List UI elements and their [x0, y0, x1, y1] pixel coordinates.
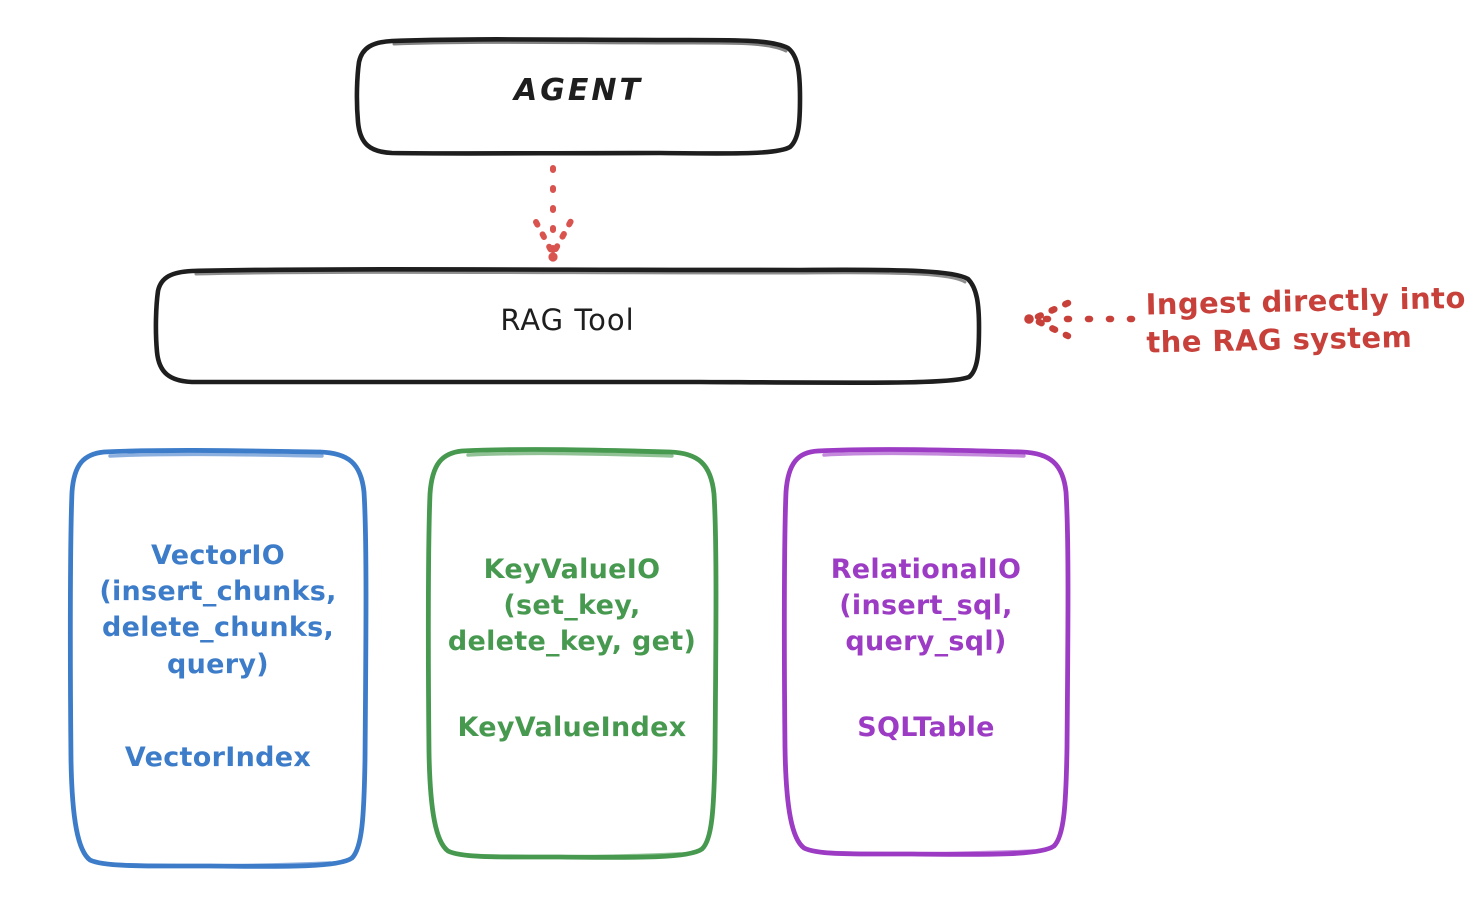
key-value-io-api-label: KeyValueIO (set_key, delete_key, get) — [447, 554, 697, 658]
ingest-annotation-text: Ingest directly into the RAG system — [1145, 280, 1467, 360]
vector-io-api-label: VectorIO (insert_chunks, delete_chunks, … — [99, 540, 337, 680]
ingest-arrow — [1024, 299, 1136, 340]
sql-table-label: SQLTable — [857, 712, 995, 743]
agent-node-label: AGENT — [514, 73, 643, 108]
key-value-index-label: KeyValueIndex — [457, 712, 687, 743]
vector-index-label: VectorIndex — [124, 742, 312, 773]
agent-to-rag-arrow — [533, 165, 574, 262]
rag-tool-node-label: RAG Tool — [500, 303, 635, 337]
relational-io-api-label: RelationalIO (insert_sql, query_sql) — [830, 554, 1022, 658]
